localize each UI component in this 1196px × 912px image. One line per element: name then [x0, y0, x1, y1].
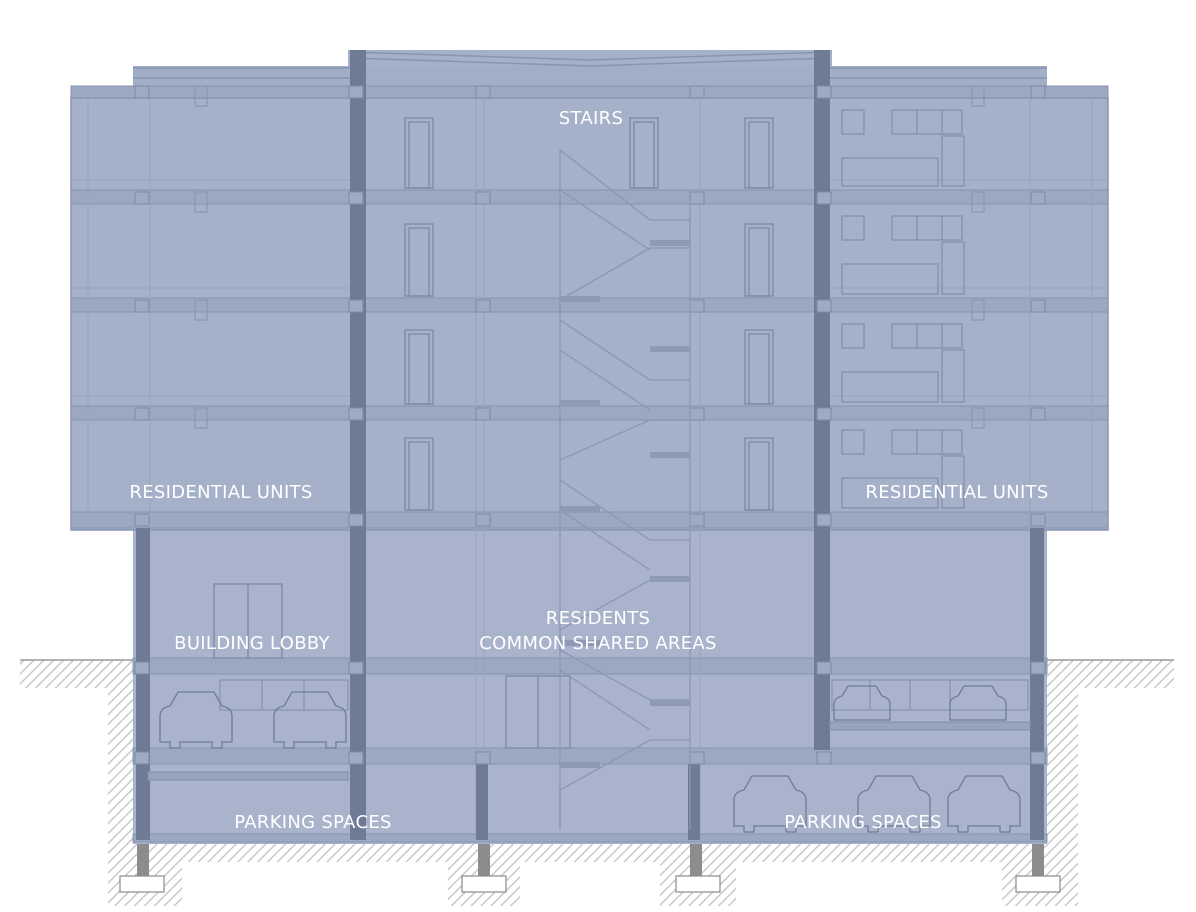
balcony-edges	[194, 85, 985, 429]
parking-lift-frames	[147, 679, 1031, 781]
stair-landings	[560, 240, 690, 768]
common-areas-label-line2: COMMON SHARED AREAS	[479, 633, 717, 654]
residential-units-left-label: RESIDENTIAL UNITS	[129, 482, 313, 503]
footing-piers	[137, 840, 1044, 876]
building-lobby-label: BUILDING LOBBY	[174, 633, 330, 654]
ground-grade-hatch	[20, 659, 1174, 906]
common-areas-label-line1: RESIDENTS	[545, 608, 651, 629]
car-icons	[159, 685, 1021, 833]
kitchen-cabinets	[841, 109, 965, 509]
parking-spaces-right-label: PARKING SPACES	[784, 812, 942, 833]
parking-spaces-left-label: PARKING SPACES	[234, 812, 392, 833]
footings	[119, 875, 1061, 893]
residential-units-right-label: RESIDENTIAL UNITS	[865, 482, 1049, 503]
interior-gridlines	[71, 90, 1108, 840]
stairs-label: STAIRS	[558, 108, 624, 129]
column-joints	[134, 85, 1046, 765]
corridor-doors	[213, 117, 774, 749]
